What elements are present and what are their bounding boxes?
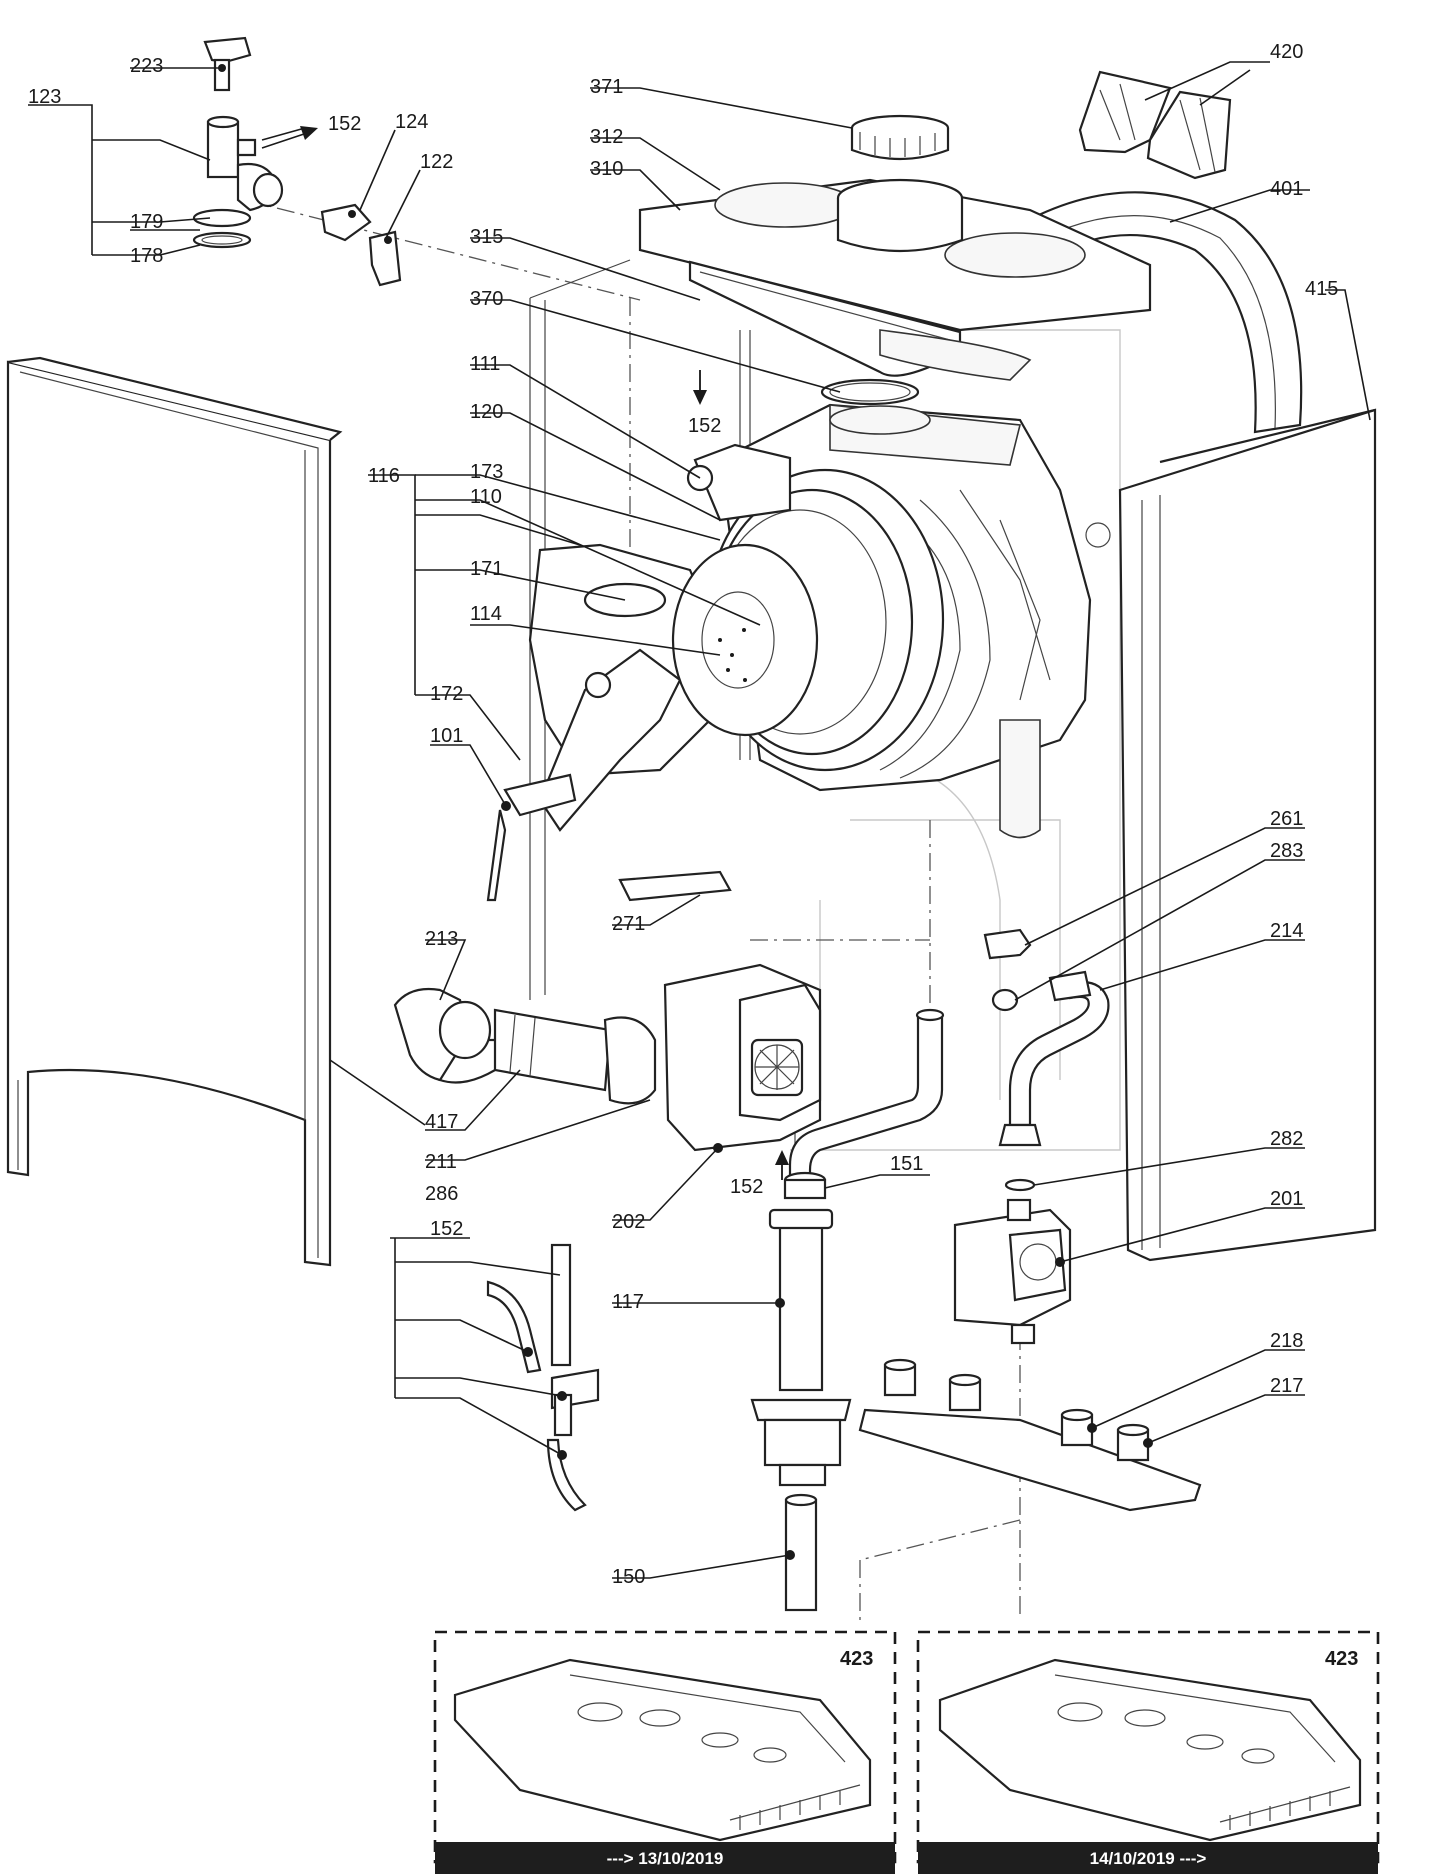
variant-box-old: 423 ---> 13/10/2019 xyxy=(433,1630,897,1874)
hose-set-152 xyxy=(486,1243,600,1512)
burner-114 xyxy=(671,543,819,737)
part-label-282: 282 xyxy=(1270,1128,1303,1150)
variant-banner-old xyxy=(435,1842,895,1874)
part-label-111: 111 xyxy=(470,353,500,375)
clip-124 xyxy=(320,203,372,242)
part-label-420: 420 xyxy=(1270,41,1303,63)
flue-assembly-310-312 xyxy=(638,178,1152,381)
gas-valve-201 xyxy=(953,1198,1072,1345)
part-label-116: 116 xyxy=(368,465,400,487)
part-label-178: 178 xyxy=(130,245,163,267)
gasket-271 xyxy=(618,870,732,902)
clip-261 xyxy=(983,928,1032,960)
part-label-124: 124 xyxy=(395,111,428,133)
variant-banner-text-new: 14/10/2019 ---> xyxy=(1090,1849,1207,1868)
part-label-213: 213 xyxy=(425,928,458,950)
variant-part-label-new: 423 xyxy=(1325,1648,1358,1670)
part-label-223: 223 xyxy=(130,55,163,77)
part-label-152: 152 xyxy=(430,1218,463,1240)
sensor-111 xyxy=(686,443,792,522)
pipe-151 xyxy=(783,1008,945,1200)
part-label-114: 114 xyxy=(470,603,502,625)
part-label-271: 271 xyxy=(612,913,645,935)
part-label-261: 261 xyxy=(1270,808,1303,830)
part-label-415: 415 xyxy=(1305,278,1338,300)
burner-door-171 xyxy=(528,543,722,832)
leader-lines xyxy=(28,61,1371,1579)
part-label-171: 171 xyxy=(470,558,503,580)
variant-box-new: 423 14/10/2019 ---> xyxy=(916,1630,1380,1874)
part-label-371: 371 xyxy=(590,76,623,98)
part-label-211: 211 xyxy=(425,1151,457,1173)
o-ring-283 xyxy=(991,988,1019,1012)
part-label-172: 172 xyxy=(430,683,463,705)
part-label-179: 179 xyxy=(130,211,163,233)
variant-banner-text-old: ---> 13/10/2019 xyxy=(607,1849,724,1868)
part-label-312: 312 xyxy=(590,126,623,148)
part-label-202: 202 xyxy=(612,1211,645,1233)
fan-202 xyxy=(663,963,822,1153)
assembly-arrows xyxy=(261,126,789,1180)
part-label-417: 417 xyxy=(425,1111,458,1133)
part-label-152: 152 xyxy=(688,415,721,437)
flue-duct-401 xyxy=(1008,191,1303,434)
part-label-110: 110 xyxy=(470,486,502,508)
gasket-370 xyxy=(820,378,920,406)
part-label-283: 283 xyxy=(1270,840,1303,862)
part-labels: 223 123 152 124 122 179 178 371 312 310 … xyxy=(28,41,1338,1588)
air-tube-211 xyxy=(493,1008,657,1105)
part-label-310: 310 xyxy=(590,158,623,180)
top-brackets-420 xyxy=(1078,70,1232,180)
pipe-214 xyxy=(998,970,1110,1147)
washer-282 xyxy=(1004,1178,1036,1192)
part-label-370: 370 xyxy=(470,288,503,310)
front-panel-417 xyxy=(6,356,343,1267)
condensate-trap-117 xyxy=(750,1208,852,1487)
electrode-101 xyxy=(486,773,577,902)
connection-bar-217-218 xyxy=(858,1358,1202,1512)
part-label-214: 214 xyxy=(1270,920,1303,942)
part-label-286: 286 xyxy=(425,1183,458,1205)
part-label-315: 315 xyxy=(470,226,503,248)
part-label-401: 401 xyxy=(1270,178,1303,200)
part-label-101: 101 xyxy=(430,725,463,747)
part-label-122: 122 xyxy=(420,151,453,173)
variant-banner-new xyxy=(918,1842,1378,1874)
part-label-173: 173 xyxy=(470,461,503,483)
part-label-217: 217 xyxy=(1270,1375,1303,1397)
clip-122 xyxy=(368,230,402,287)
part-label-117: 117 xyxy=(612,1291,644,1313)
part-label-152: 152 xyxy=(730,1176,763,1198)
part-label-152: 152 xyxy=(328,113,361,135)
variant-part-label-old: 423 xyxy=(840,1648,873,1670)
flue-ring-371 xyxy=(850,114,950,161)
side-panel-415 xyxy=(1118,408,1377,1262)
valve-group-123 xyxy=(192,36,284,249)
part-label-151: 151 xyxy=(890,1153,923,1175)
part-label-120: 120 xyxy=(470,401,503,423)
pipe-150 xyxy=(784,1493,818,1612)
part-label-218: 218 xyxy=(1270,1330,1303,1352)
part-label-150: 150 xyxy=(612,1566,645,1588)
part-label-201: 201 xyxy=(1270,1188,1303,1210)
part-label-123: 123 xyxy=(28,86,61,108)
